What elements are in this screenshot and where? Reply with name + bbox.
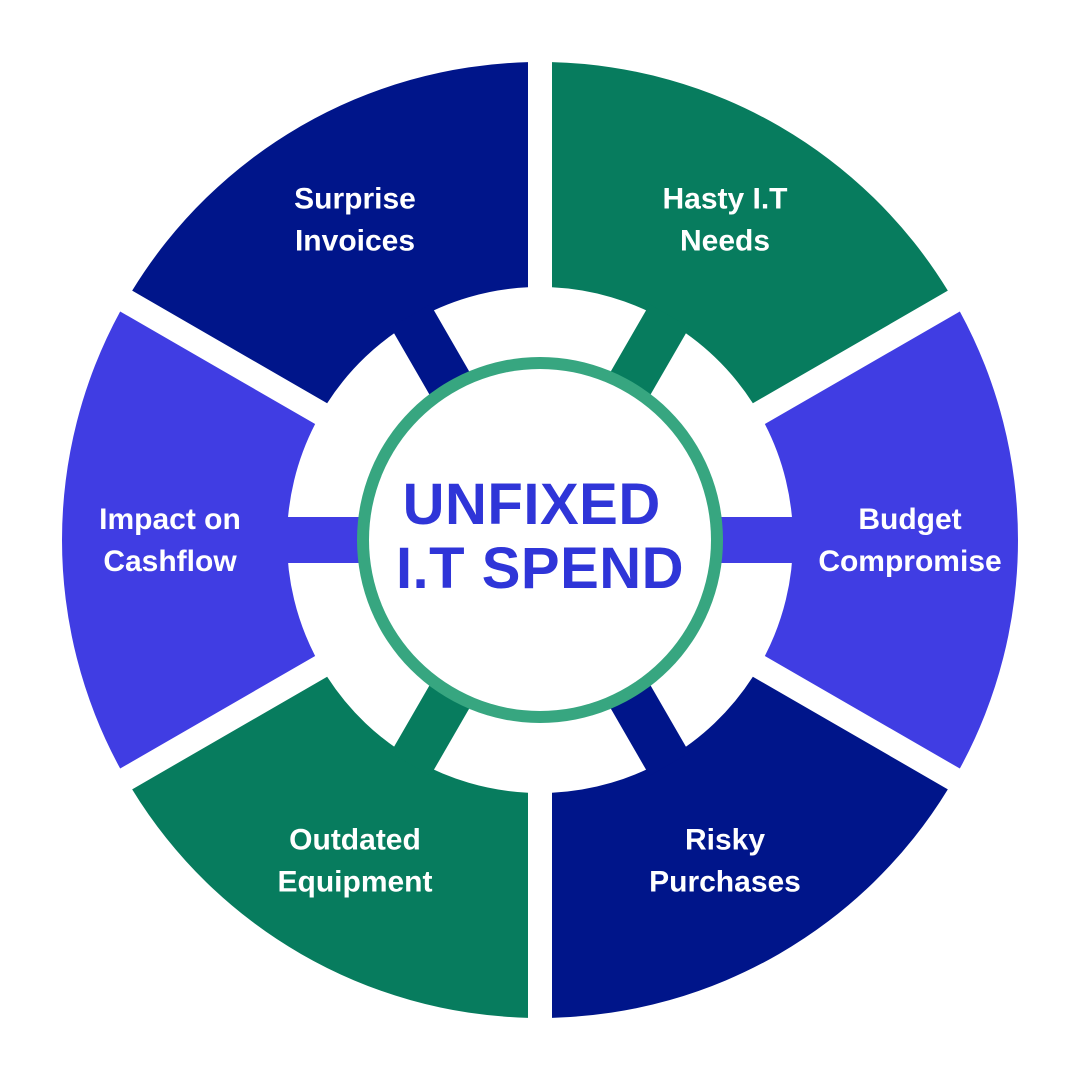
label-budget-compromise-line-1: Budget — [858, 503, 961, 536]
label-hasty-it-needs-line-1: Hasty I.T — [662, 183, 787, 216]
label-hasty-it-needs: Hasty I.T Needs — [662, 183, 787, 258]
label-impact-on-cashflow-line-2: Cashflow — [103, 545, 237, 578]
label-outdated-equipment-line-1: Outdated — [289, 823, 421, 856]
segment-surprise-invoices — [132, 62, 528, 404]
connector-budget-compromise — [716, 517, 799, 563]
label-surprise-invoices-line-1: Surprise — [294, 183, 416, 216]
center-title-line-1: UNFIXED — [403, 472, 661, 537]
label-risky-purchases-line-2: Purchases — [649, 865, 801, 898]
connector-hasty-it-needs — [608, 304, 690, 400]
label-hasty-it-needs-line-2: Needs — [680, 225, 770, 258]
connector-impact-on-cashflow — [281, 517, 364, 563]
segments-layer — [62, 62, 1018, 1018]
label-impact-on-cashflow-line-1: Impact on — [99, 503, 241, 536]
label-impact-on-cashflow: Impact on Cashflow — [99, 503, 241, 578]
connector-outdated-equipment — [390, 680, 472, 776]
connectors-layer — [281, 304, 799, 776]
label-surprise-invoices-line-2: Invoices — [295, 225, 415, 258]
label-outdated-equipment-line-2: Equipment — [278, 865, 433, 898]
segment-outdated-equipment — [132, 676, 528, 1018]
center-title: UNFIXED I.T SPEND — [396, 472, 684, 601]
segment-budget-compromise — [764, 311, 1018, 769]
connector-surprise-invoices — [390, 304, 472, 400]
label-risky-purchases-line-1: Risky — [685, 823, 765, 856]
segment-impact-on-cashflow — [62, 311, 316, 769]
label-budget-compromise-line-2: Compromise — [818, 545, 1001, 578]
connector-risky-purchases — [608, 680, 690, 776]
segment-risky-purchases — [552, 676, 948, 1018]
center-hub: UNFIXED I.T SPEND — [357, 357, 723, 723]
center-title-line-2: I.T SPEND — [396, 536, 684, 601]
segment-hasty-it-needs — [552, 62, 948, 404]
center-fill — [369, 369, 711, 711]
